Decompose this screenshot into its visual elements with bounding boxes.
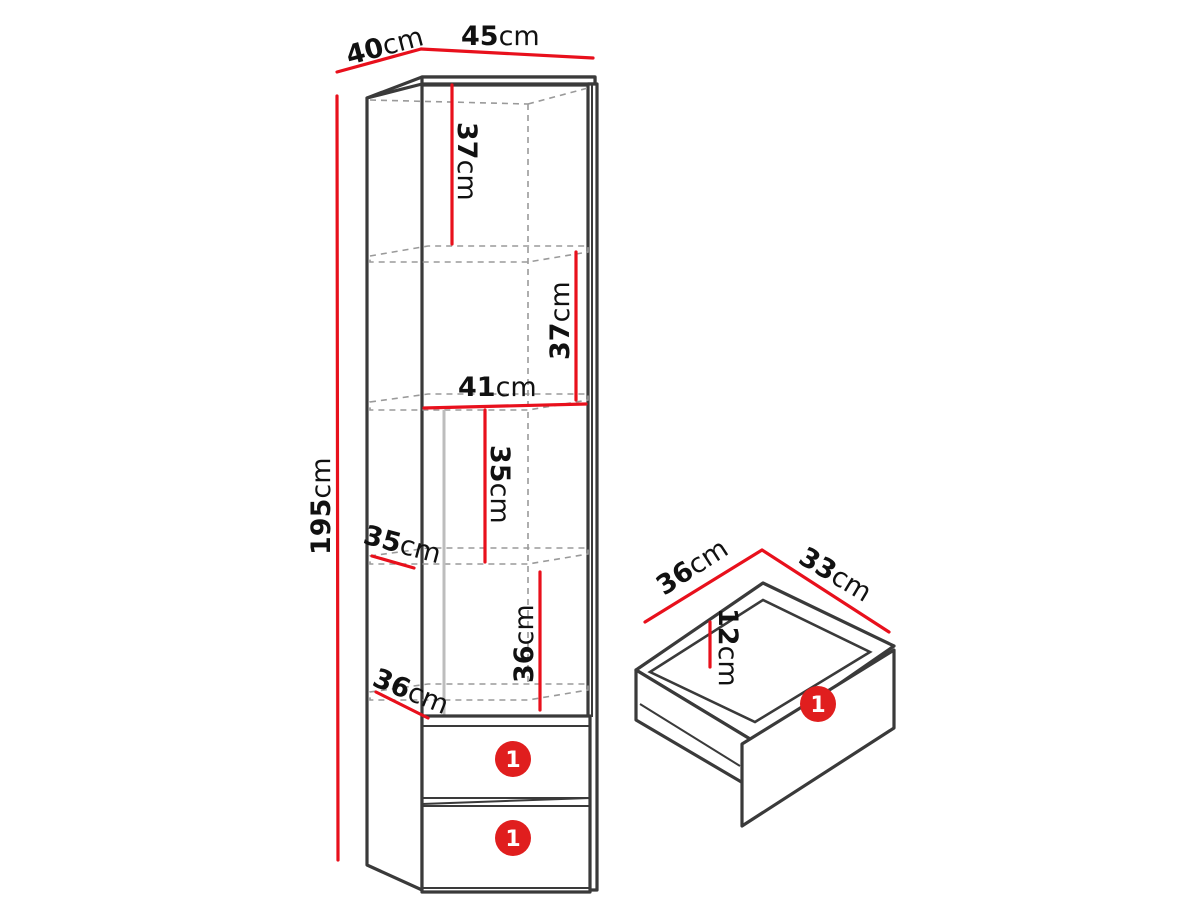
width-label: 45cm	[461, 21, 540, 52]
back-top-right	[527, 87, 589, 105]
inner-width-line	[422, 402, 588, 410]
shelf4-height-label: 36cm	[509, 604, 540, 683]
shelf1-height-label: 37cm	[451, 122, 482, 201]
drawer-upper-front	[421, 725, 591, 799]
cabinet-top-front	[420, 75, 597, 86]
drawer-left-rail	[639, 703, 741, 767]
inner-width-label: 41cm	[458, 372, 537, 403]
shelf4-depth-line	[374, 690, 430, 720]
drawer-height-label: 12cm	[712, 608, 743, 687]
shelf-4	[369, 683, 589, 701]
drawer-cavity	[647, 598, 873, 724]
svg-text:1: 1	[505, 748, 520, 773]
depth-label: 40cm	[343, 21, 427, 71]
height-dimension-line	[335, 94, 340, 862]
shelf2-height-label: 37cm	[545, 281, 576, 360]
back-top-edge	[369, 99, 529, 105]
shelf-3	[369, 547, 589, 565]
badge-drawer-upper: 1	[495, 741, 531, 777]
badge-drawer-lower: 1	[495, 820, 531, 856]
svg-text:1: 1	[505, 827, 520, 852]
drawer-front-panel	[740, 648, 896, 828]
dimension-lines	[335, 47, 595, 862]
drawer-width-line	[643, 548, 764, 624]
cabinet	[365, 75, 599, 894]
width-dimension-line	[419, 47, 595, 60]
drawer-detail	[634, 581, 896, 828]
drawer-depth-line	[760, 548, 891, 634]
badge-drawer-detail: 1	[800, 686, 836, 722]
depth-dimension-line	[335, 47, 423, 74]
drawer-lower-front	[421, 805, 591, 889]
shelf-2	[369, 393, 589, 411]
svg-text:1: 1	[810, 693, 825, 718]
shelf3-depth-line	[370, 554, 416, 570]
cabinet-left-side	[365, 82, 424, 892]
shelf3-height-label: 35cm	[484, 445, 515, 524]
shelf-1	[369, 245, 589, 263]
height-label: 195cm	[306, 457, 337, 555]
